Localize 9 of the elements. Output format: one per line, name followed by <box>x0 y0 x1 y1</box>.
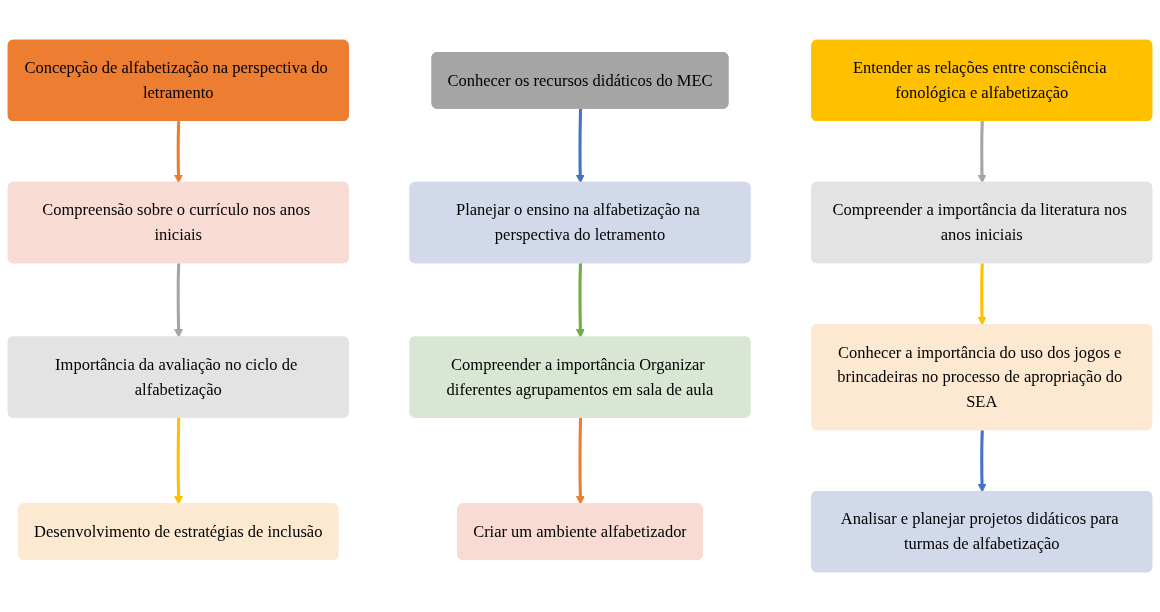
arrow <box>977 430 987 493</box>
arrow <box>977 263 987 326</box>
arrow <box>174 417 184 505</box>
arrow <box>575 108 585 184</box>
arrow <box>174 263 184 338</box>
arrow <box>977 121 987 184</box>
arrow <box>575 263 585 338</box>
arrow <box>575 417 585 505</box>
arrow <box>173 121 183 184</box>
